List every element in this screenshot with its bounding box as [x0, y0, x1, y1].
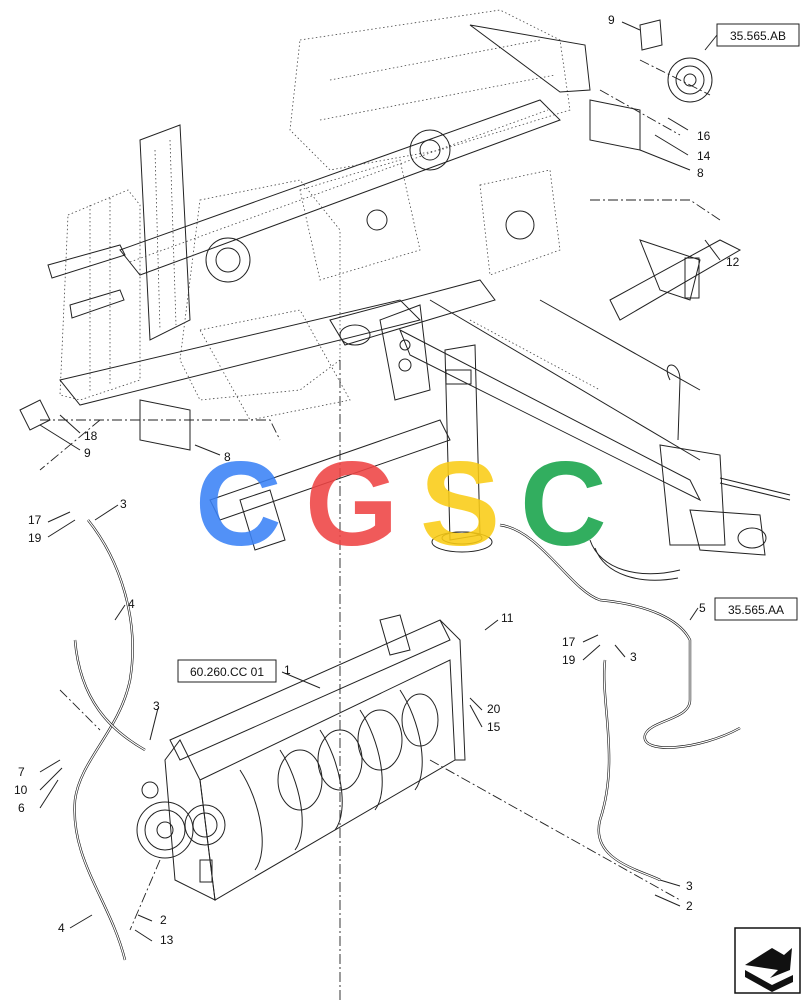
reference-label: 35.565.AA — [728, 603, 784, 617]
callout-9: 9 — [608, 13, 615, 27]
callout-3: 3 — [153, 699, 160, 713]
callout-12: 12 — [726, 255, 740, 269]
callout-labels: 9 16 14 8 12 18 9 8 17 19 3 4 5 17 19 3 … — [14, 13, 740, 947]
callout-8: 8 — [224, 450, 231, 464]
callout-5: 5 — [699, 601, 706, 615]
callout-15: 15 — [487, 720, 501, 734]
watermark-letter-2: G — [305, 437, 398, 571]
callout-16: 16 — [697, 129, 711, 143]
callout-3: 3 — [686, 879, 693, 893]
callout-8: 8 — [697, 166, 704, 180]
reference-label: 35.565.AB — [730, 29, 786, 43]
callout-17: 17 — [28, 513, 42, 527]
view-direction-arrow-icon[interactable] — [734, 927, 801, 994]
callout-3: 3 — [630, 650, 637, 664]
callout-9: 9 — [84, 446, 91, 460]
callout-7: 7 — [18, 765, 25, 779]
reference-box-35-565-ab[interactable]: 35.565.AB — [704, 23, 800, 51]
feeder-frame — [19, 9, 791, 581]
reference-box-60-260-cc-01[interactable]: 60.260.CC 01 — [177, 659, 277, 683]
watermark-letter-4: C — [520, 437, 607, 571]
callout-13: 13 — [160, 933, 174, 947]
callout-18: 18 — [84, 429, 98, 443]
callout-1: 1 — [284, 663, 291, 677]
callout-17: 17 — [562, 635, 576, 649]
assembly-lines — [39, 59, 721, 1000]
rotor-assembly — [136, 614, 466, 901]
callout-19: 19 — [562, 653, 576, 667]
callout-14: 14 — [697, 149, 711, 163]
callout-6: 6 — [18, 801, 25, 815]
reference-box-35-565-aa[interactable]: 35.565.AA — [714, 597, 798, 621]
callout-20: 20 — [487, 702, 501, 716]
callout-2: 2 — [686, 899, 693, 913]
watermark-letter-1: C — [195, 437, 282, 571]
callout-10: 10 — [14, 783, 28, 797]
hoses — [73, 519, 741, 961]
callout-4: 4 — [128, 597, 135, 611]
reference-label: 60.260.CC 01 — [190, 665, 264, 679]
watermark: C G S C — [195, 437, 607, 571]
callout-4: 4 — [58, 921, 65, 935]
callout-3: 3 — [120, 497, 127, 511]
callout-19: 19 — [28, 531, 42, 545]
callout-11: 11 — [501, 611, 514, 625]
callout-2: 2 — [160, 913, 167, 927]
watermark-letter-3: S — [420, 437, 500, 571]
leader-lines — [39, 21, 721, 942]
